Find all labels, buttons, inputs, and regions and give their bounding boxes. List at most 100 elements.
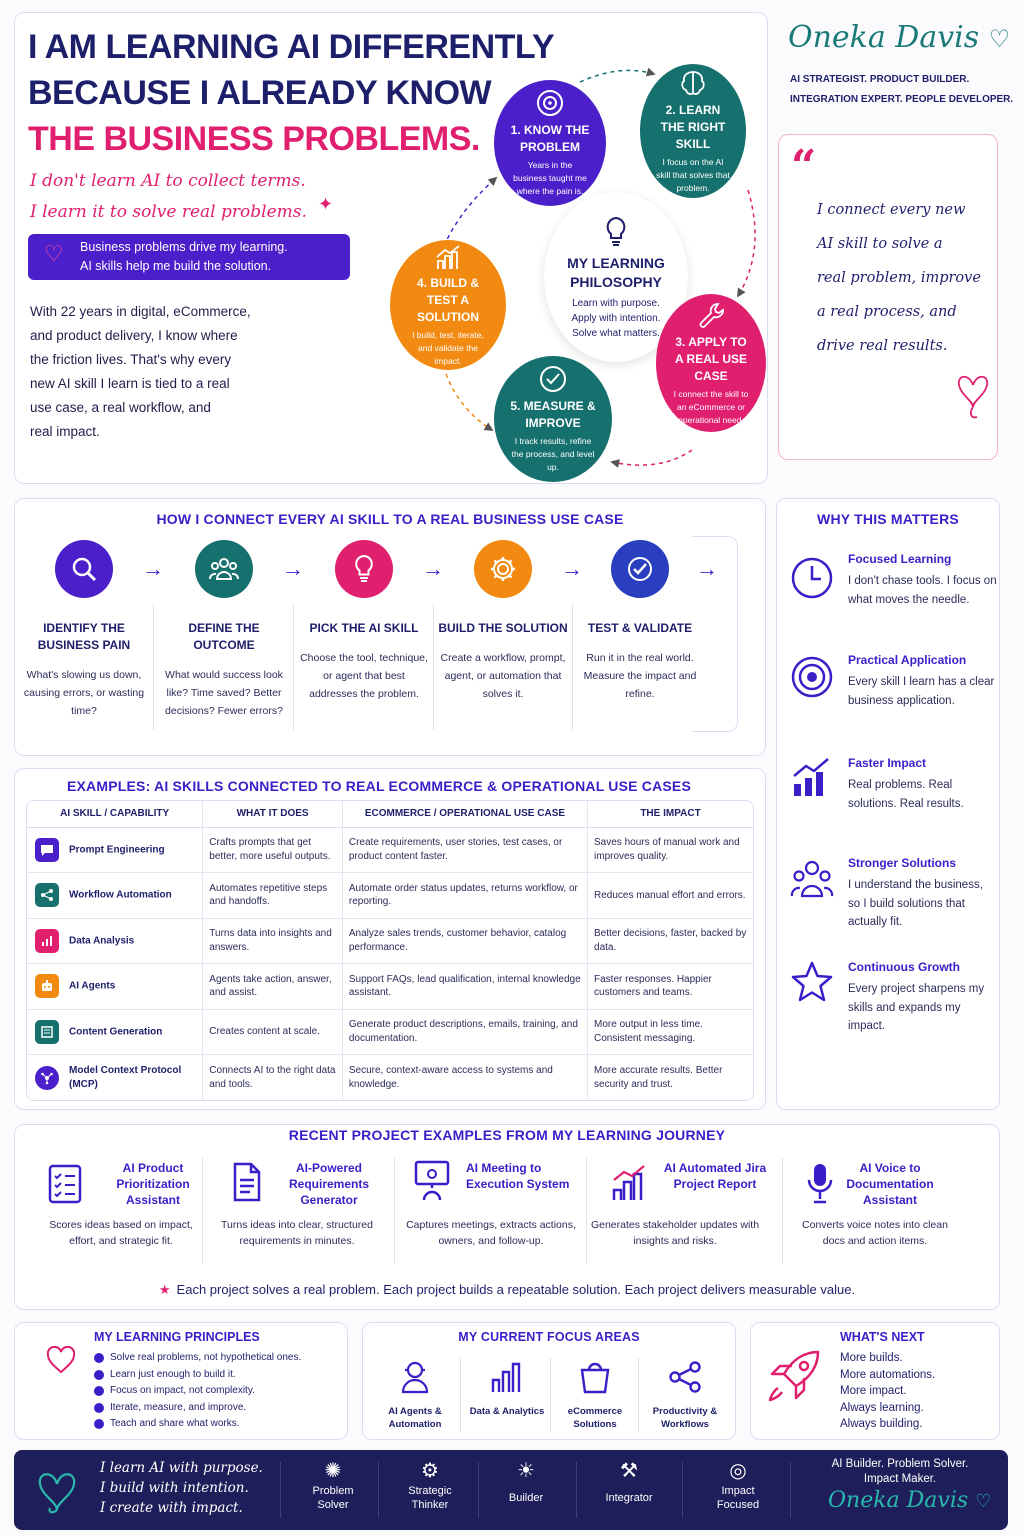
quote-card: “ I connect every new AI skill to solve …	[778, 134, 998, 460]
footer-badge-5: ◎ Impact Focused	[688, 1458, 788, 1512]
divider	[576, 1462, 577, 1518]
banner-line1: Business problems drive my learning.	[80, 240, 288, 254]
cycle-step-1: 1. KNOW THE PROBLEM Years in the busines…	[494, 80, 606, 206]
connect-step-4: BUILD THE SOLUTION Create a workflow, pr…	[437, 540, 569, 703]
col-header: ECOMMERCE / OPERATIONAL USE CASE	[341, 801, 588, 828]
cycle-step-5: 5. MEASURE & IMPROVE I track results, re…	[494, 356, 612, 482]
cycle-connectors	[443, 67, 756, 468]
divider	[782, 1158, 783, 1264]
head-gears-icon: ⚙	[421, 1460, 439, 1482]
document-icon	[233, 1162, 261, 1202]
cycle-step-4: 4. BUILD & TEST A SOLUTION I build, test…	[390, 240, 506, 370]
examples-title: EXAMPLES: AI SKILLS CONNECTED TO REAL EC…	[66, 778, 692, 794]
principles-list: Solve real problems, not hypothetical on…	[94, 1350, 301, 1433]
bar-chart-icon	[491, 1362, 521, 1392]
hero-body: With 22 years in digital, eCommerce, and…	[30, 304, 251, 439]
divider	[550, 1358, 551, 1432]
col-header: AI SKILL / CAPABILITY	[27, 801, 203, 828]
tagline-1: I don't learn AI to collect terms.	[30, 171, 306, 191]
robot-icon	[35, 974, 59, 999]
list-item: Focus on impact, not complexity.	[94, 1383, 301, 1400]
hero-title-line3: THE BUSINESS PROBLEMS.	[28, 120, 480, 158]
presentation-icon	[414, 1160, 450, 1201]
connect-step-5: TEST & VALIDATE Run it in the real world…	[574, 540, 706, 703]
rocket-icon	[768, 1350, 820, 1402]
network-icon	[35, 1065, 59, 1090]
cycle-step-3: 3. APPLY TO A REAL USE CASE I connect th…	[656, 294, 766, 432]
wrench-icon	[699, 302, 724, 328]
profile-subtitle: AI STRATEGIST. PRODUCT BUILDER. INTEGRAT…	[790, 74, 1014, 105]
checklist-icon	[48, 1164, 82, 1204]
hero-title-line1: I AM LEARNING AI DIFFERENTLY	[28, 28, 555, 66]
why-title: WHY THIS MATTERS	[817, 511, 959, 527]
connect-step-1: IDENTIFY THE BUSINESS PAIN What's slowin…	[18, 540, 150, 720]
target-icon: ◎	[729, 1460, 747, 1482]
focus-item-3: eCommerce Solutions	[552, 1360, 638, 1431]
table-row: Prompt Engineering Crafts prompts that g…	[27, 826, 753, 873]
document-icon	[35, 1019, 59, 1044]
quote-text: I connect every new AI skill to solve a …	[817, 202, 981, 354]
quote-mark-icon: “	[791, 141, 817, 192]
brain-icon	[681, 70, 705, 95]
focus-title: MY CURRENT FOCUS AREAS	[458, 1330, 640, 1344]
list-item: Iterate, measure, and improve.	[94, 1400, 301, 1417]
focus-item-1: AI Agents & Automation	[372, 1360, 458, 1431]
chart-icon	[35, 928, 59, 953]
projects-title: RECENT PROJECT EXAMPLES FROM MY LEARNING…	[288, 1127, 726, 1143]
divider	[638, 1358, 639, 1432]
divider	[280, 1462, 281, 1518]
divider	[790, 1462, 791, 1518]
divider	[394, 1158, 395, 1264]
banner-line2: AI skills help me build the solution.	[80, 259, 272, 273]
footer-motto: I learn AI with purpose. I build with in…	[100, 1460, 263, 1516]
sparkle-icon: ✦	[318, 194, 334, 214]
footer-badge-4: ⚒ Integrator	[579, 1458, 679, 1505]
list-item: More automations.	[840, 1368, 936, 1381]
next-title: WHAT'S NEXT	[840, 1330, 925, 1344]
next-list: More builds. More automations. More impa…	[840, 1350, 935, 1433]
connect-step-3: PICK THE AI SKILL Choose the tool, techn…	[298, 540, 430, 703]
hero-title: I AM LEARNING AI DIFFERENTLY BECAUSE I A…	[28, 24, 555, 162]
divider	[433, 604, 434, 730]
list-item: Teach and share what works.	[94, 1416, 301, 1433]
table-row: Model Context Protocol (MCP) Connects AI…	[27, 1054, 753, 1100]
heart-icon: ♡	[988, 25, 1011, 53]
divider	[478, 1462, 479, 1518]
star-icon	[791, 961, 833, 1002]
gear-icon	[474, 540, 532, 598]
heart-icon	[38, 1473, 76, 1514]
focus-item-2: Data & Analytics	[464, 1360, 550, 1418]
footer-signature: Oneka Davis ♡	[828, 1488, 992, 1513]
projects-note: ★Each project solves a real problem. Eac…	[158, 1282, 856, 1297]
brain-icon: ✺	[324, 1460, 342, 1482]
list-item: More impact.	[840, 1385, 907, 1397]
table-row: Content Generation Creates content at sc…	[27, 1008, 753, 1055]
table-row: Data Analysis Turns data into insights a…	[27, 917, 753, 964]
list-item: Learn just enough to build it.	[94, 1367, 301, 1384]
principles-title: MY LEARNING PRINCIPLES	[94, 1330, 260, 1344]
list-item: Solve real problems, not hypothetical on…	[94, 1350, 301, 1367]
examples-table: AI SKILL / CAPABILITY WHAT IT DOES ECOMM…	[27, 801, 753, 1100]
heart-icon	[957, 375, 989, 419]
chat-icon	[35, 837, 59, 862]
divider	[586, 1158, 587, 1264]
lightbulb-icon	[335, 540, 393, 598]
arrow-right-icon: →	[561, 556, 583, 581]
why-card	[776, 498, 1000, 1110]
divider	[202, 1158, 203, 1264]
check-circle-icon	[540, 366, 566, 392]
table-row: Workflow Automation Automates repetitive…	[27, 872, 753, 918]
divider	[682, 1462, 683, 1518]
tagline-2: I learn it to solve real problems.	[30, 202, 307, 222]
growth-chart-icon	[793, 758, 829, 796]
col-header: WHAT IT DOES	[202, 801, 343, 828]
hero-title-line2: BECAUSE I ALREADY KNOW	[28, 74, 492, 112]
heart-icon: ♡	[44, 241, 64, 266]
connect-title: HOW I CONNECT EVERY AI SKILL TO A REAL B…	[156, 511, 624, 527]
footer-tagline: AI Builder. Problem Solver. Impact Maker…	[831, 1458, 969, 1485]
divider	[378, 1462, 379, 1518]
cycle-step-2: 2. LEARN THE RIGHT SKILL I focus on the …	[640, 64, 746, 198]
divider	[572, 604, 573, 730]
connect-bracket	[692, 536, 738, 732]
examples-table-wrap: AI SKILL / CAPABILITY WHAT IT DOES ECOMM…	[26, 800, 754, 1101]
